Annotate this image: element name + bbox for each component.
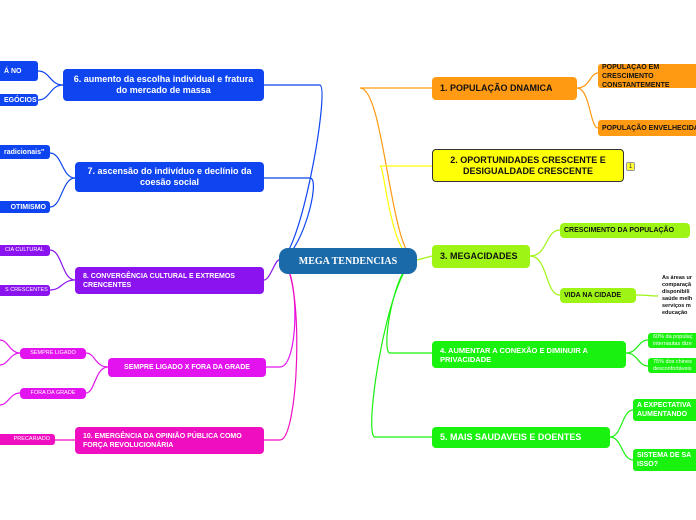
subtopic-internautas[interactable]: 60% da populaç internautas dize xyxy=(648,333,696,348)
subtopic-fora-da-grade[interactable]: FORA DA GRADE xyxy=(20,388,86,399)
subtopic-sistema-saude[interactable]: SISTEMA DE SA ISSO? xyxy=(633,449,696,471)
branch-label: SEMPRE LIGADO X FORA DA GRADE xyxy=(124,364,250,371)
subtopic-sempre-ligado[interactable]: SEMPRE LIGADO xyxy=(20,348,86,359)
subtopic-b6-1[interactable]: Á NO xyxy=(0,61,38,81)
subtopic-precariado[interactable]: PRECARIADO xyxy=(0,434,55,445)
connector-b5 xyxy=(371,259,432,438)
note-vida-cidade: As áreas ur comparaçã disponibili saúde … xyxy=(662,275,693,316)
subtopic-b8-1[interactable]: CIA CULTURAL xyxy=(0,245,50,256)
central-topic-label: MEGA TENDENCIAS xyxy=(298,255,398,267)
branch-sempre-ligado[interactable]: SEMPRE LIGADO X FORA DA GRADE xyxy=(108,358,266,377)
branch-oportunidades[interactable]: 2. OPORTUNIDADES CRESCENTE E DESIGUALDAD… xyxy=(432,149,624,182)
subtopic-label: radicionais" xyxy=(4,148,45,156)
branch-label: 5. MAIS SAUDAVEIS E DOENTES xyxy=(440,432,582,442)
branch-label: 4. AUMENTAR A CONEXÃO E DIMINUIR A PRIVA… xyxy=(440,345,588,364)
branch-label: 1. POPULAÇÃO DNAMICA xyxy=(440,83,553,93)
subtopic-label: SEMPRE LIGADO xyxy=(30,350,76,356)
note-badge-icon[interactable]: 1 xyxy=(626,162,635,171)
connector-b8 xyxy=(263,259,280,281)
subtopic-label: EGÓCIOS xyxy=(4,96,37,104)
subtopic-populacao-crescimento[interactable]: POPULAÇÃO EM CRESCIMENTO CONSTANTEMENTE xyxy=(598,64,696,88)
branch-label: 3. MEGACIDADES xyxy=(440,251,518,261)
subtopic-label: CRESCIMENTO DA POPULAÇÃO xyxy=(564,227,675,234)
subtopic-b7-1[interactable]: radicionais" xyxy=(0,145,50,159)
subtopic-vida-na-cidade[interactable]: VIDA NA CIDADE xyxy=(560,288,636,303)
branch-label: 8. CONVERGÊNCIA CULTURAL E EXTREMOS CREN… xyxy=(83,272,235,289)
branch-label: 6. aumento da escolha individual e fratu… xyxy=(73,74,254,95)
subtopic-label: POPULAÇÃO EM CRESCIMENTO CONSTANTEMENTE xyxy=(602,64,670,88)
central-topic[interactable]: MEGA TENDENCIAS xyxy=(279,248,417,274)
subtopic-label: VIDA NA CIDADE xyxy=(564,292,622,299)
subtopic-label: SISTEMA DE SA ISSO? xyxy=(637,452,692,468)
subtopic-label: 60% da populaç internautas dize xyxy=(653,333,693,347)
branch-saudaveis-doentes[interactable]: 5. MAIS SAUDAVEIS E DOENTES xyxy=(432,427,610,448)
branch-label: 7. ascensão do indivíduo e declínio da c… xyxy=(87,166,252,187)
branch-ascensao-individuo[interactable]: 7. ascensão do indivíduo e declínio da c… xyxy=(75,162,264,192)
branch-megacidades[interactable]: 3. MEGACIDADES xyxy=(432,245,530,268)
subtopic-label: OTIMISMO xyxy=(10,203,46,211)
subtopic-label: CIA CULTURAL xyxy=(5,247,45,253)
branch-conexao-privacidade[interactable]: 4. AUMENTAR A CONEXÃO E DIMINUIR A PRIVA… xyxy=(432,341,626,368)
subtopic-b8-2[interactable]: S CRESCENTES xyxy=(0,285,50,296)
subtopic-label: PRECARIADO xyxy=(13,436,50,442)
branch-label: 2. OPORTUNIDADES CRESCENTE E DESIGUALDAD… xyxy=(450,154,606,176)
connector-b2 xyxy=(379,165,432,261)
subtopic-label: FORA DA GRADE xyxy=(30,390,76,396)
note-badge-count: 1 xyxy=(628,163,633,170)
subtopic-label: POPULAÇÃO ENVELHECIDA xyxy=(602,124,696,132)
subtopic-b7-2[interactable]: OTIMISMO xyxy=(0,201,50,213)
subtopic-crescimento-populacao[interactable]: CRESCIMENTO DA POPULAÇÃO xyxy=(560,223,690,238)
branch-opiniao-publica[interactable]: 10. EMERGÊNCIA DA OPINIÃO PÚBLICA COMO F… xyxy=(75,427,264,454)
connector-b3 xyxy=(416,255,433,261)
branch-escolha-individual[interactable]: 6. aumento da escolha individual e fratu… xyxy=(63,69,264,101)
branch-convergencia-cultural[interactable]: 8. CONVERGÊNCIA CULTURAL E EXTREMOS CREN… xyxy=(75,267,264,294)
branch-populacao-dinamica[interactable]: 1. POPULAÇÃO DNAMICA xyxy=(432,77,577,100)
subtopic-label: 75% dos chines desconfortáveis xyxy=(653,358,692,372)
branch-label: 10. EMERGÊNCIA DA OPINIÃO PÚBLICA COMO F… xyxy=(83,432,242,449)
subtopic-populacao-envelhecida[interactable]: POPULAÇÃO ENVELHECIDA xyxy=(598,120,696,136)
subtopic-label: S CRESCENTES xyxy=(5,287,48,293)
subtopic-b6-2[interactable]: EGÓCIOS xyxy=(0,94,38,106)
subtopic-expectativa[interactable]: A EXPECTATIVA AUMENTANDO xyxy=(633,399,696,421)
connector-b6 xyxy=(264,84,323,261)
subtopic-chineses[interactable]: 75% dos chines desconfortáveis xyxy=(648,358,696,373)
subtopic-label: Á NO xyxy=(4,67,22,75)
subtopic-label: A EXPECTATIVA AUMENTANDO xyxy=(637,402,692,418)
